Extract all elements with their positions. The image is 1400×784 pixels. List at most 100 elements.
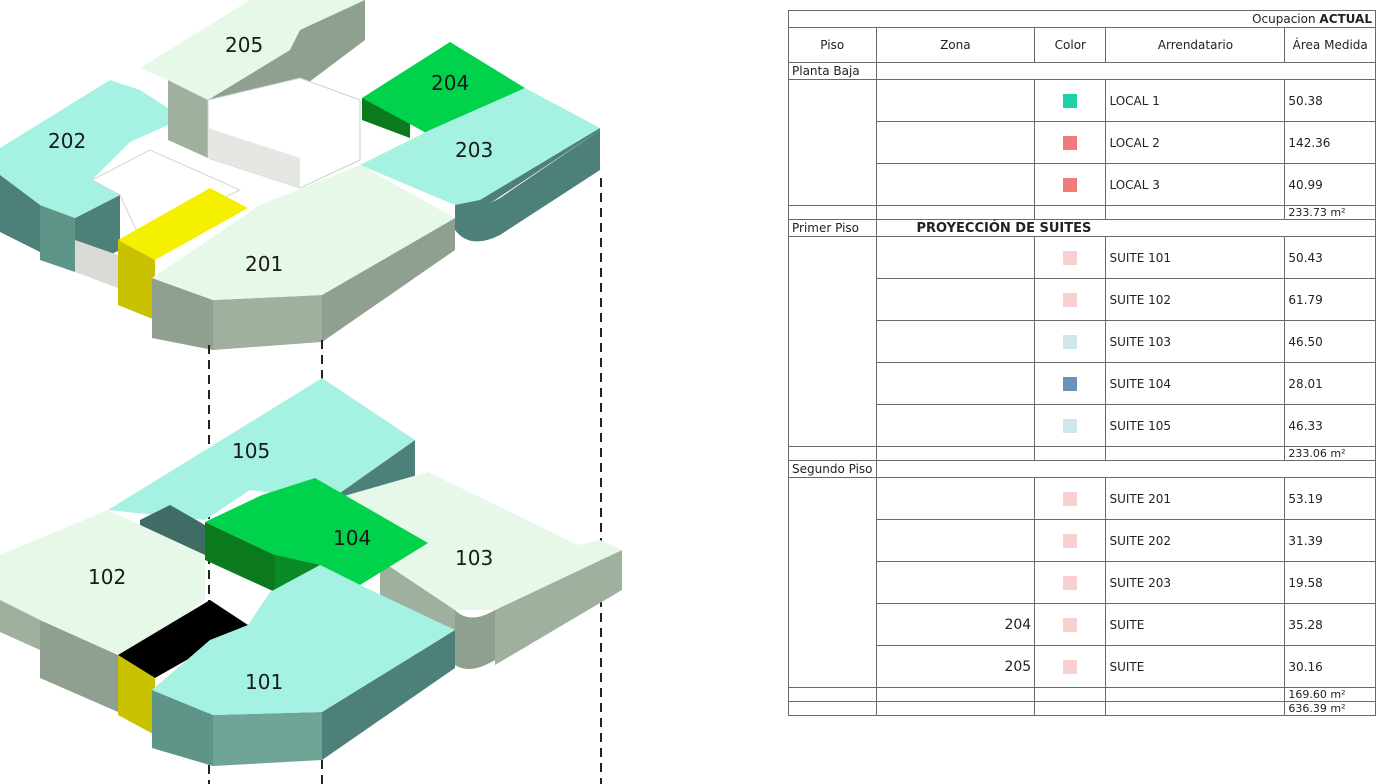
- unit-201-top: [152, 165, 455, 300]
- label-204: 204: [431, 71, 469, 95]
- subtotal-empty: [788, 687, 877, 702]
- arrendatario-cell: SUITE 201: [1105, 477, 1286, 520]
- unit-104-top: [205, 478, 428, 585]
- color-cell: [1034, 645, 1107, 688]
- unit-102-side-2: [40, 620, 118, 712]
- subtotal-empty: [1105, 687, 1286, 702]
- color-cell: [1034, 320, 1107, 363]
- unit-101-side-right: [322, 630, 455, 760]
- color-swatch: [1063, 334, 1078, 349]
- unit-203-top: [360, 88, 600, 205]
- arrendatario-cell: SUITE 202: [1105, 519, 1286, 562]
- occupancy-table: Ocupacion ACTUAL Piso Zona Color Arrenda…: [788, 10, 1377, 716]
- table-title-row: Ocupacion ACTUAL: [788, 10, 1376, 28]
- zona-cell: [875, 163, 1036, 206]
- color-swatch: [1063, 250, 1078, 265]
- subtotal-empty: [1034, 446, 1107, 461]
- unit-201-side-left: [152, 278, 213, 350]
- area-cell: 142.36: [1284, 121, 1376, 164]
- arrendatario-cell: SUITE 101: [1105, 236, 1286, 279]
- subtotal-empty: [875, 205, 1036, 220]
- subtotal-empty: [875, 687, 1036, 702]
- unit-204-top: [362, 42, 525, 135]
- unit-205-side: [168, 80, 208, 158]
- zona-cell: [875, 519, 1036, 562]
- zona-cell: [875, 79, 1036, 122]
- arrendatario-cell: LOCAL 1: [1105, 79, 1286, 122]
- arrendatario-cell: SUITE 203: [1105, 561, 1286, 604]
- grand-total-empty: [1034, 701, 1107, 716]
- floor-name: Segundo Piso: [788, 460, 877, 478]
- header-area-medida: Área Medida: [1284, 27, 1376, 63]
- area-cell: 61.79: [1284, 278, 1376, 321]
- color-swatch: [1063, 575, 1078, 590]
- unit-203-side: [455, 128, 600, 220]
- unit-103-top: [330, 472, 622, 610]
- subtotal-empty: [1105, 446, 1286, 461]
- piso-cell: [788, 404, 877, 447]
- grand-total-empty: [875, 701, 1036, 716]
- color-swatch: [1063, 533, 1078, 548]
- lower-floor-block: 105 104 103 102 101: [0, 378, 622, 766]
- color-swatch: [1063, 617, 1078, 632]
- area-cell: 50.38: [1284, 79, 1376, 122]
- area-cell: 50.43: [1284, 236, 1376, 279]
- subtotal-empty: [1105, 205, 1286, 220]
- area-cell: 30.16: [1284, 645, 1376, 688]
- zona-cell: [875, 121, 1036, 164]
- area-cell: 46.50: [1284, 320, 1376, 363]
- upper-courtyard-wall: [208, 128, 300, 188]
- unit-201-side-mid: [213, 295, 322, 350]
- arrendatario-cell: LOCAL 2: [1105, 121, 1286, 164]
- piso-cell: [788, 163, 877, 206]
- floor-section-row: Planta Baja: [788, 62, 1377, 80]
- unit-203-curve: [455, 130, 600, 242]
- upper-stair-top: [118, 188, 248, 260]
- table-header-row: Piso Zona Color Arrendatario Área Medida: [788, 27, 1376, 63]
- lower-stair-side: [118, 655, 155, 735]
- label-202: 202: [48, 129, 86, 153]
- area-cell: 53.19: [1284, 477, 1376, 520]
- subtotal-empty: [788, 205, 877, 220]
- piso-cell: [788, 645, 877, 688]
- unit-103-side-right: [495, 550, 622, 665]
- lower-stair-top: [118, 600, 248, 678]
- unit-201-side-right: [322, 218, 455, 342]
- arrendatario-cell: SUITE 102: [1105, 278, 1286, 321]
- zona-cell: [875, 362, 1036, 405]
- label-102: 102: [88, 565, 126, 589]
- arrendatario-cell: SUITE 105: [1105, 404, 1286, 447]
- color-cell: [1034, 519, 1107, 562]
- table-title-emphasis: ACTUAL: [1319, 12, 1372, 26]
- color-swatch: [1063, 491, 1078, 506]
- occupancy-table-body: Ocupacion ACTUAL Piso Zona Color Arrenda…: [788, 10, 1377, 716]
- label-101: 101: [245, 670, 283, 694]
- color-cell: [1034, 121, 1107, 164]
- header-piso: Piso: [788, 27, 877, 63]
- subtotal-empty: [788, 446, 877, 461]
- grand-total-area: 636.39 m²: [1284, 701, 1376, 716]
- zona-cell: 205: [875, 645, 1036, 688]
- area-cell: 35.28: [1284, 603, 1376, 646]
- unit-103-curve: [455, 610, 495, 669]
- arrendatario-cell: LOCAL 3: [1105, 163, 1286, 206]
- color-swatch: [1063, 376, 1078, 391]
- area-cell: 19.58: [1284, 561, 1376, 604]
- label-205: 205: [225, 33, 263, 57]
- unit-205-top: [140, 0, 365, 100]
- unit-101-side-mid: [213, 712, 322, 766]
- subtotal-row: 233.06 m²: [788, 446, 1376, 461]
- unit-202-side-2: [40, 205, 75, 272]
- upper-stair-side: [118, 240, 155, 320]
- grand-total-empty: [788, 701, 877, 716]
- header-zona: Zona: [875, 27, 1036, 63]
- zona-cell: [875, 404, 1036, 447]
- zona-cell: [875, 236, 1036, 279]
- header-color: Color: [1034, 27, 1107, 63]
